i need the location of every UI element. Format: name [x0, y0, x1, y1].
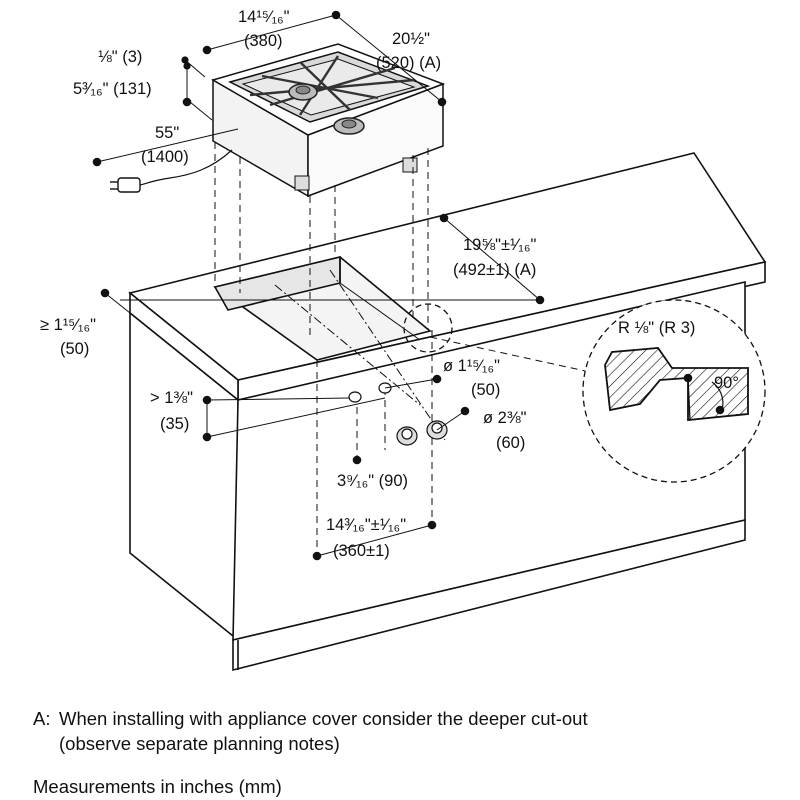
dim-hole-offset-in: > 1⅜" — [150, 389, 193, 407]
dim-cutout-width-in: 14³⁄₁₆"±¹⁄₁₆" — [326, 516, 406, 534]
dim-hole-offset-mm: (35) — [160, 415, 189, 433]
dim-depth-mm: (520) (A) — [376, 54, 441, 72]
dim-depth-in: 20½" — [392, 30, 430, 48]
burner-icon — [288, 83, 318, 101]
dim-edge-in: ≥ 1¹⁵⁄₁₆" — [40, 316, 96, 334]
dim-width-in: 14¹⁵⁄₁₆" — [238, 8, 290, 26]
dim-cable-in: 55" — [155, 124, 179, 142]
dim-cutout-depth-in: 19⅝"±¹⁄₁₆" — [463, 236, 536, 254]
dim-width-mm: (380) — [244, 32, 283, 50]
cabinet-plinth — [232, 518, 746, 672]
note-a-line2: (observe separate planning notes) — [59, 733, 340, 754]
power-cable — [139, 149, 233, 186]
plug-icon — [110, 177, 141, 193]
dimension-lines — [96, 14, 541, 557]
note-a: A: When installing with appliance cover c… — [33, 706, 588, 756]
detail-angle: 90° — [714, 374, 739, 392]
dim-hole-dia-mm: (50) — [471, 381, 500, 399]
cutout — [213, 255, 432, 361]
knob-icon — [396, 426, 418, 446]
note-a-line1: When installing with appliance cover con… — [59, 708, 588, 729]
dimension-labels: 14¹⁵⁄₁₆" (380) 20½" (520) (A) ⅛" (3) 5³⁄… — [40, 8, 739, 560]
dim-knob-dia-mm: (60) — [496, 434, 525, 452]
detail-radius: R ⅛" (R 3) — [618, 319, 695, 337]
dim-cable-mm: (1400) — [141, 148, 189, 166]
dim-cutout-width-mm: (360±1) — [333, 542, 390, 560]
dim-height: 5³⁄₁₆" (131) — [73, 80, 152, 98]
projection-lines — [214, 142, 591, 556]
dimension-endpoints — [92, 10, 725, 561]
dim-hole-dia-in: ø 1¹⁵⁄₁₆" — [443, 357, 500, 375]
burner-icon — [333, 117, 365, 135]
knob-holes — [348, 382, 448, 446]
detail-marker — [403, 299, 766, 483]
dim-knob-dia-in: ø 2⅜" — [483, 409, 527, 427]
gas-hole-icon — [348, 391, 362, 403]
dim-cutout-depth-mm: (492±1) (A) — [453, 261, 536, 279]
dim-hole-spacing: 3⁹⁄₁₆" (90) — [337, 472, 408, 490]
dim-gap: ⅛" (3) — [98, 48, 142, 66]
dim-edge-mm: (50) — [60, 340, 89, 358]
units-note: Measurements in inches (mm) — [33, 776, 282, 797]
note-a-key: A: — [33, 708, 51, 729]
cooktop — [211, 43, 446, 198]
detail-section — [604, 347, 749, 421]
